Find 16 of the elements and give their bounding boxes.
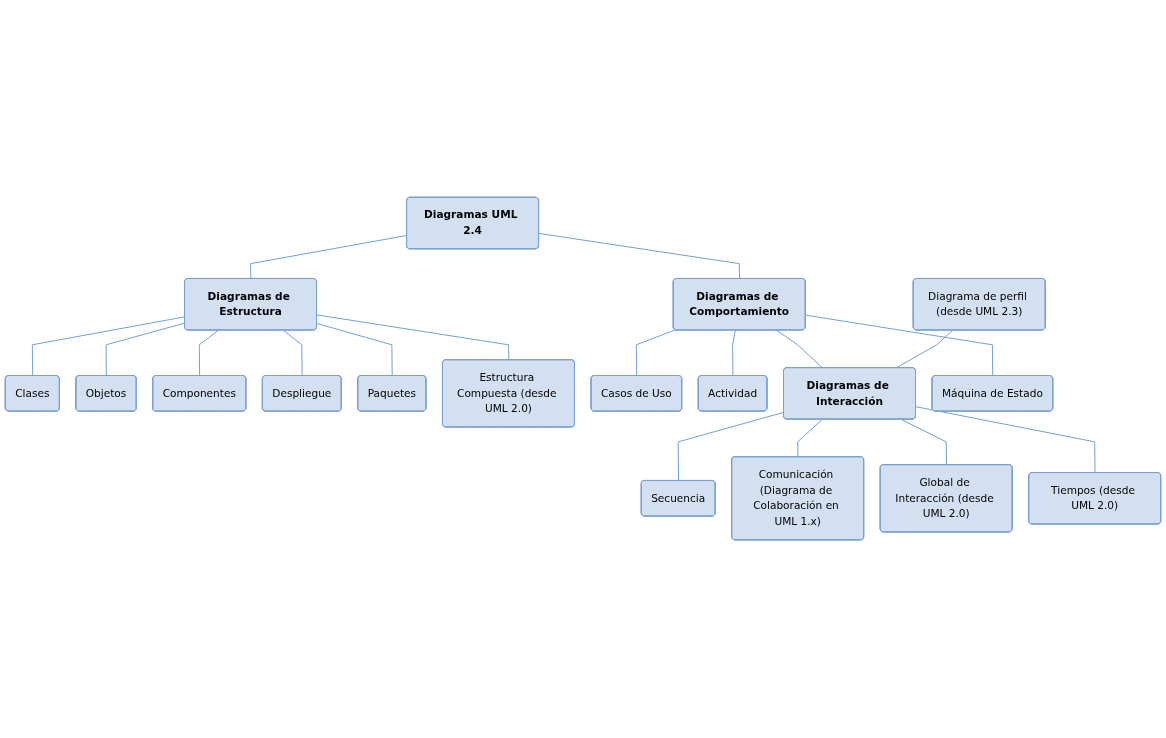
connector [805, 315, 994, 377]
connector [282, 330, 303, 377]
connector [776, 330, 823, 369]
connector [900, 419, 947, 466]
connector [895, 330, 954, 369]
connector [677, 412, 785, 482]
connector [538, 233, 741, 280]
connector [198, 330, 219, 377]
connector [316, 314, 510, 361]
connector [316, 323, 393, 377]
connector [732, 330, 736, 377]
connector [797, 419, 823, 458]
connector [250, 235, 408, 280]
connector [31, 316, 186, 377]
connector [105, 323, 186, 377]
connector [915, 406, 1096, 474]
